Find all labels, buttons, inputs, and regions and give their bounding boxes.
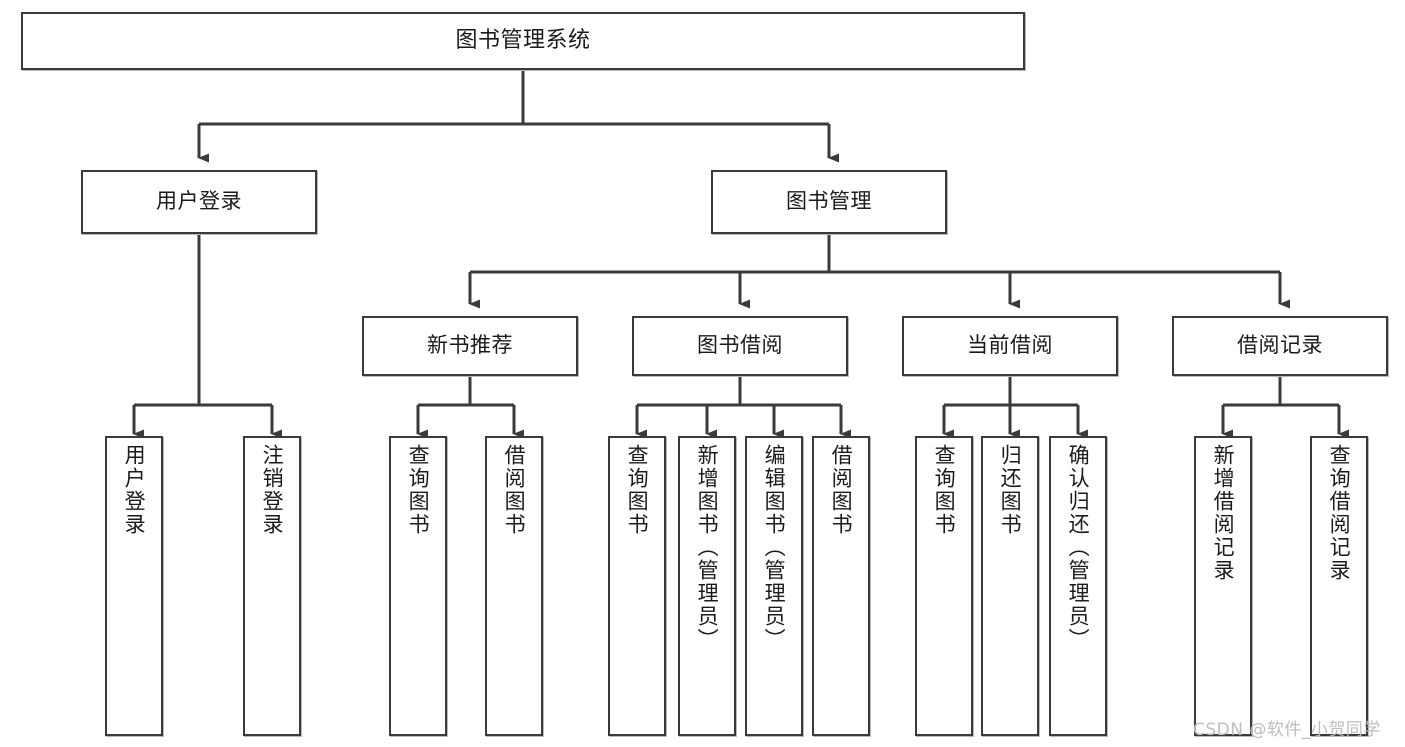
- node-label: 借阅图书: [502, 444, 527, 536]
- node-label: 查询图书: [932, 444, 957, 536]
- node-label: 新增图书（管理员）: [695, 444, 720, 651]
- node-leaf-query-book-2[interactable]: 查询图书: [608, 436, 666, 736]
- node-user-login[interactable]: 用户登录: [81, 170, 317, 234]
- node-label: 图书管理系统: [455, 27, 591, 53]
- node-label: 图书借阅: [697, 333, 783, 358]
- node-label: 新书推荐: [427, 333, 513, 358]
- node-leaf-add-record[interactable]: 新增借阅记录: [1194, 436, 1252, 736]
- node-book-borrow[interactable]: 图书借阅: [632, 316, 848, 376]
- node-leaf-query-book-1[interactable]: 查询图书: [389, 436, 447, 736]
- node-root-system[interactable]: 图书管理系统: [21, 12, 1025, 70]
- node-label: 查询借阅记录: [1327, 444, 1352, 582]
- node-borrow-record[interactable]: 借阅记录: [1172, 316, 1388, 376]
- node-book-manage[interactable]: 图书管理: [711, 170, 947, 234]
- node-leaf-borrow-book-2[interactable]: 借阅图书: [812, 436, 870, 736]
- node-label: 编辑图书（管理员）: [762, 444, 787, 651]
- node-label: 用户登录: [156, 189, 242, 214]
- node-label: 新增借阅记录: [1211, 444, 1236, 582]
- node-leaf-query-record[interactable]: 查询借阅记录: [1310, 436, 1368, 736]
- node-label: 归还图书: [998, 444, 1023, 536]
- node-leaf-user-logout[interactable]: 注销登录: [243, 436, 301, 736]
- node-label: 注销登录: [260, 444, 285, 536]
- node-label: 用户登录: [122, 444, 147, 536]
- node-leaf-query-book-3[interactable]: 查询图书: [915, 436, 973, 736]
- node-label: 查询图书: [625, 444, 650, 536]
- node-current-borrow[interactable]: 当前借阅: [902, 316, 1118, 376]
- node-leaf-user-login[interactable]: 用户登录: [105, 436, 163, 736]
- node-leaf-edit-book[interactable]: 编辑图书（管理员）: [745, 436, 803, 736]
- watermark-text: CSDN @软件_小贺同学: [1193, 720, 1381, 740]
- node-leaf-return-book[interactable]: 归还图书: [981, 436, 1039, 736]
- node-leaf-borrow-book-1[interactable]: 借阅图书: [485, 436, 543, 736]
- node-new-book-recommend[interactable]: 新书推荐: [362, 316, 578, 376]
- node-leaf-confirm-return[interactable]: 确认归还（管理员）: [1049, 436, 1107, 736]
- node-label: 查询图书: [406, 444, 431, 536]
- node-label: 当前借阅: [967, 333, 1053, 358]
- node-label: 借阅图书: [829, 444, 854, 536]
- node-label: 确认归还（管理员）: [1066, 444, 1091, 651]
- node-label: 借阅记录: [1237, 333, 1323, 358]
- node-leaf-add-book[interactable]: 新增图书（管理员）: [678, 436, 736, 736]
- node-label: 图书管理: [786, 189, 872, 214]
